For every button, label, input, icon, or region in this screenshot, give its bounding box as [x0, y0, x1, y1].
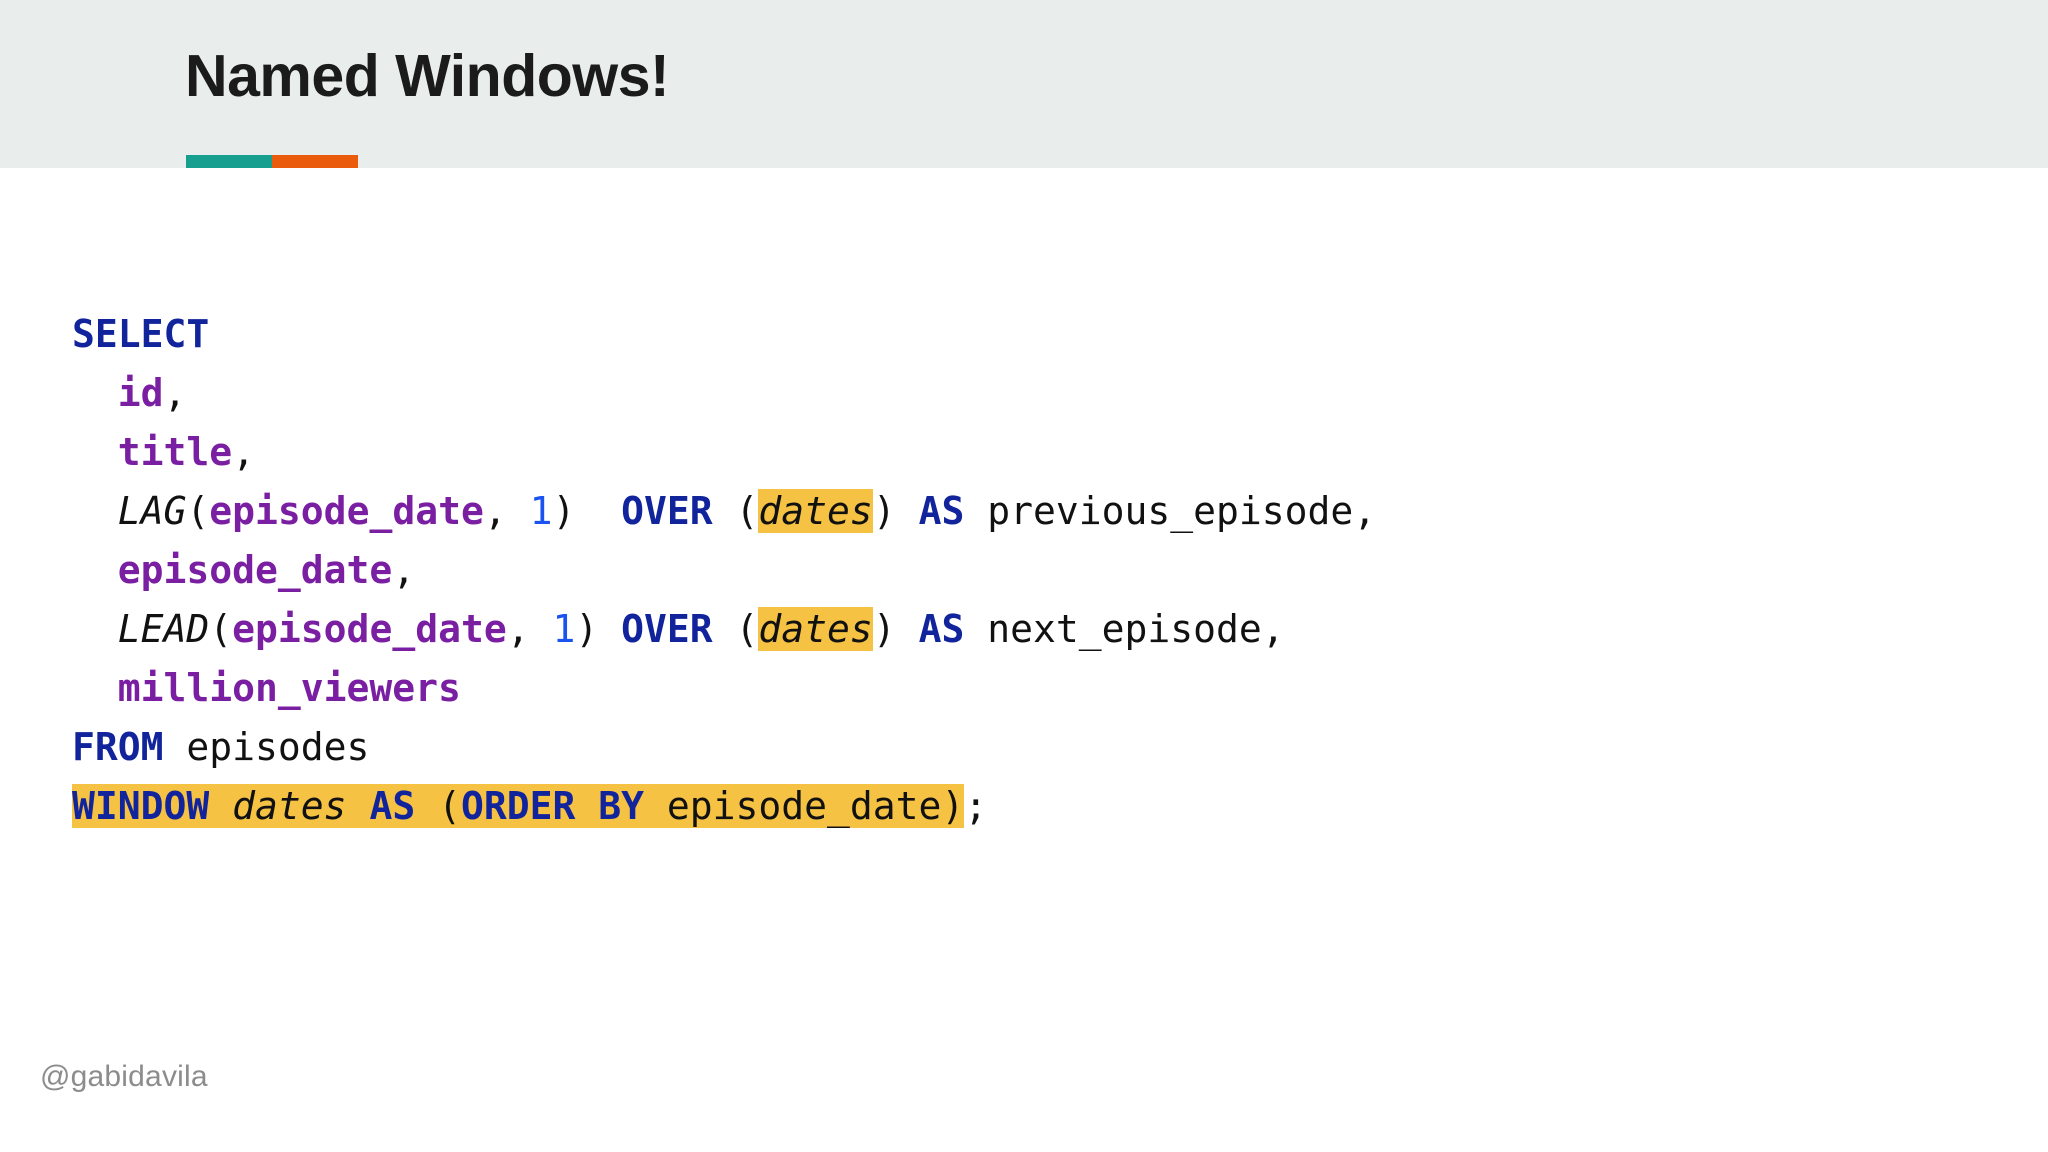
code-line-6: LEAD(episode_date, 1) OVER (dates) AS ne…	[72, 600, 1376, 659]
code-token: )	[872, 489, 919, 533]
code-token: (	[209, 607, 233, 651]
code-token: )	[575, 607, 622, 651]
code-line-2: id,	[72, 364, 1376, 423]
code-token: (	[415, 784, 461, 828]
code-token: million_viewers	[117, 666, 461, 710]
code-token: SELECT	[72, 312, 210, 356]
page-title: Named Windows!	[185, 43, 670, 109]
code-line-5: episode_date,	[72, 541, 1376, 600]
code-token: dates	[758, 607, 873, 651]
code-token: ;	[964, 784, 988, 828]
accent-bar	[186, 155, 358, 168]
accent-bar-teal-segment	[186, 155, 272, 168]
code-line-7: million_viewers	[72, 659, 1376, 718]
code-token: 1	[529, 489, 553, 533]
sql-code-block: SELECT id, title, LAG(episode_date, 1) O…	[72, 305, 1376, 836]
code-line-3: title,	[72, 423, 1376, 482]
code-token	[72, 666, 118, 710]
code-token: id	[117, 371, 164, 415]
code-token: LEAD	[117, 607, 210, 651]
code-token: (	[186, 489, 210, 533]
code-token: AS	[369, 784, 416, 828]
code-token	[72, 430, 118, 474]
code-token	[72, 548, 118, 592]
code-token: (	[712, 489, 759, 533]
code-token: WINDOW	[72, 784, 210, 828]
code-token: AS	[918, 489, 965, 533]
code-token: AS	[918, 607, 965, 651]
code-token: OVER	[621, 607, 713, 651]
slide-header-band: Named Windows!	[0, 0, 2048, 168]
code-token: )	[552, 489, 622, 533]
code-token: OVER	[621, 489, 713, 533]
code-token: ,	[163, 371, 187, 415]
code-token	[72, 489, 118, 533]
code-token: episodes	[163, 725, 370, 769]
accent-bar-orange-segment	[272, 155, 358, 168]
code-token	[209, 784, 233, 828]
code-token: ORDER BY	[460, 784, 645, 828]
code-token: ,	[506, 607, 553, 651]
code-token	[72, 607, 118, 651]
code-line-9: WINDOW dates AS (ORDER BY episode_date);	[72, 777, 1376, 836]
code-token: episode_date)	[644, 784, 965, 828]
code-token: episode_date	[117, 548, 393, 592]
code-token: )	[872, 607, 919, 651]
code-token: ,	[483, 489, 530, 533]
code-line-1: SELECT	[72, 305, 1376, 364]
code-token: LAG	[117, 489, 187, 533]
code-token: dates	[758, 489, 873, 533]
code-token: 1	[552, 607, 576, 651]
code-token: episode_date	[232, 607, 507, 651]
code-token: episode_date	[209, 489, 484, 533]
code-token: title	[117, 430, 233, 474]
code-token: FROM	[72, 725, 164, 769]
code-token	[346, 784, 370, 828]
code-token: (	[712, 607, 759, 651]
footer-social-handle: @gabidavila	[40, 1060, 208, 1093]
code-token: previous_episode,	[964, 489, 1377, 533]
code-token: dates	[232, 784, 347, 828]
code-token: ,	[232, 430, 256, 474]
code-token: next_episode,	[964, 607, 1285, 651]
code-token: ,	[392, 548, 416, 592]
code-line-8: FROM episodes	[72, 718, 1376, 777]
code-token	[72, 371, 118, 415]
code-line-4: LAG(episode_date, 1) OVER (dates) AS pre…	[72, 482, 1376, 541]
